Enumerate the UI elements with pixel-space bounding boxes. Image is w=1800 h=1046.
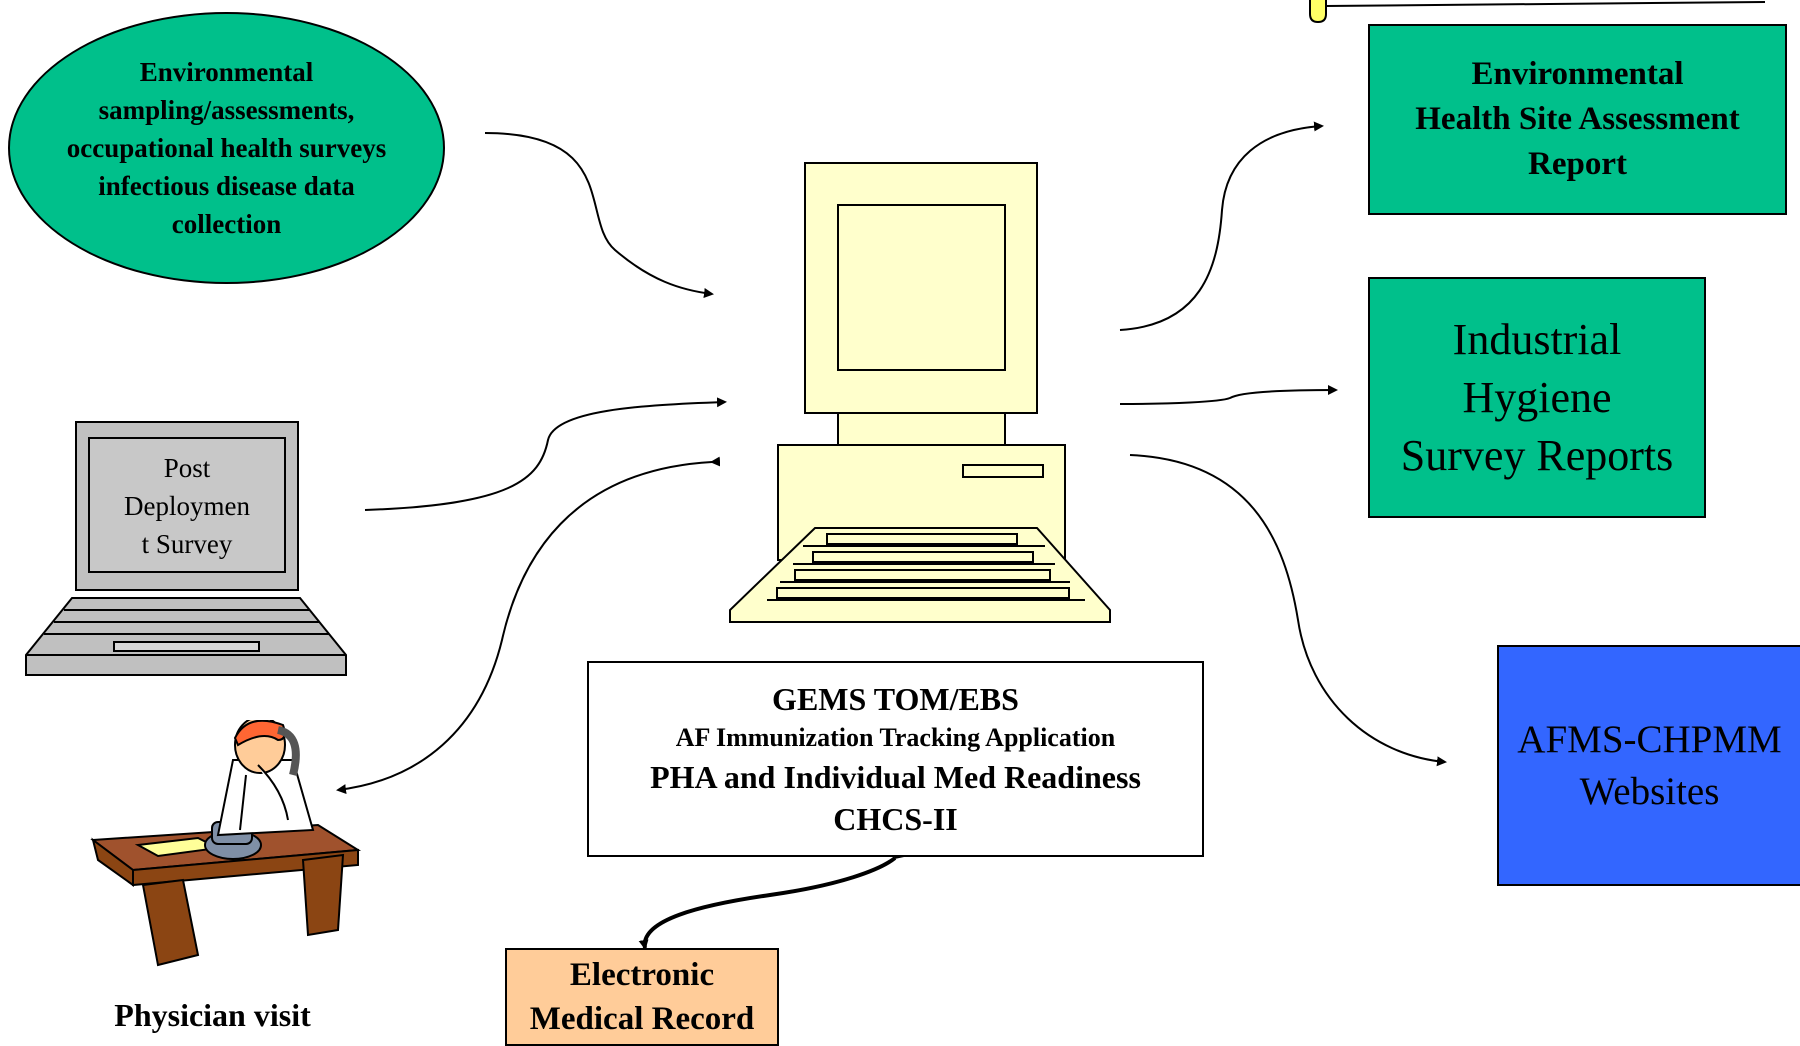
industrial-hygiene-report-box: Industrial Hygiene Survey Reports	[1368, 277, 1706, 518]
ih-report-line-2: Hygiene	[1462, 372, 1612, 422]
arrow-laptop-to-computer	[364, 397, 727, 511]
arrow-computer-to-physician	[336, 456, 721, 794]
afms-line-1: AFMS-CHPMM	[1517, 717, 1782, 761]
ellipse-line-1: Environmental	[139, 57, 314, 87]
laptop-line-3: t Survey	[141, 529, 233, 559]
ellipse-line-3: occupational health surveys	[66, 133, 387, 163]
physician-on-phone-icon	[90, 720, 362, 967]
systems-line-gems: GEMS TOM/EBS	[772, 681, 1019, 717]
laptop-icon	[25, 421, 347, 676]
arrow-computer-to-afms	[1129, 454, 1447, 767]
ellipse-line-5: collection	[171, 209, 282, 239]
laptop-screen-text: Post Deploymen t Survey	[92, 440, 282, 572]
environmental-sampling-ellipse: Environmental sampling/assessments, occu…	[8, 12, 445, 284]
callout-corner-shape	[1309, 0, 1766, 24]
systems-line-pha: PHA and Individual Med Readiness	[650, 759, 1141, 795]
env-health-report-box: Environmental Health Site Assessment Rep…	[1368, 24, 1787, 215]
systems-list-box: GEMS TOM/EBS AF Immunization Tracking Ap…	[587, 661, 1204, 857]
ih-report-line-1: Industrial	[1452, 314, 1622, 364]
systems-line-chcs: CHCS-II	[833, 801, 958, 837]
laptop-line-2: Deploymen	[124, 491, 250, 521]
systems-line-af-immunization: AF Immunization Tracking Application	[675, 723, 1116, 752]
arrow-emr-center-box	[638, 849, 905, 950]
afms-chpmm-websites-box: AFMS-CHPMM Websites	[1497, 645, 1800, 886]
env-report-line-2: Health Site Assessment	[1415, 101, 1740, 137]
electronic-medical-record-box: Electronic Medical Record	[505, 948, 779, 1046]
ih-report-line-3: Survey Reports	[1400, 430, 1674, 480]
physician-visit-label: Physician visit	[114, 996, 311, 1033]
arrow-computer-to-env-report	[1119, 121, 1324, 331]
arrow-ellipse-to-computer	[484, 132, 714, 298]
desktop-computer-icon	[729, 162, 1111, 623]
afms-line-2: Websites	[1579, 769, 1720, 813]
env-report-line-3: Report	[1528, 146, 1627, 182]
ellipse-line-4: infectious disease data	[98, 171, 355, 201]
emr-line-1: Electronic	[569, 957, 715, 993]
laptop-line-1: Post	[163, 453, 211, 483]
arrow-computer-to-ih-report	[1119, 385, 1338, 405]
env-report-line-1: Environmental	[1471, 56, 1684, 92]
ellipse-line-2: sampling/assessments,	[98, 95, 355, 125]
emr-line-2: Medical Record	[529, 1001, 755, 1037]
